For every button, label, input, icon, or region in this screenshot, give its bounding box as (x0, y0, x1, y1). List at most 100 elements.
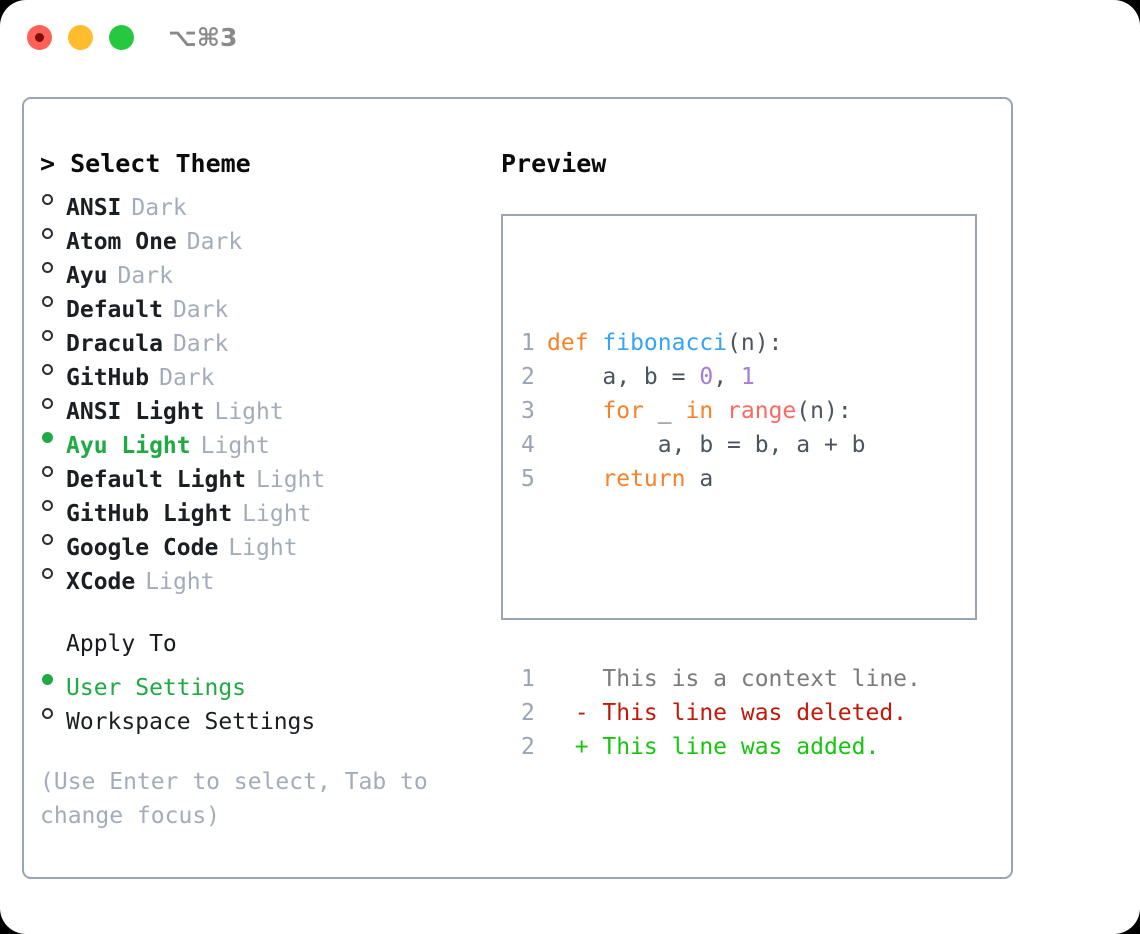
theme-variant-badge: Light (242, 501, 312, 527)
theme-option-label: XCode (66, 569, 136, 595)
radio-empty-icon[interactable] (40, 283, 66, 317)
radio-empty-icon[interactable] (40, 351, 66, 385)
code-token: , (713, 364, 741, 390)
code-token: range (727, 398, 797, 424)
theme-option-label: Ayu (66, 263, 108, 289)
code-token (547, 466, 602, 492)
close-button[interactable] (27, 25, 52, 50)
code-token (547, 398, 602, 424)
theme-variant-badge: Dark (131, 195, 187, 221)
theme-option-github-light[interactable]: GitHub Light Light (40, 487, 480, 527)
theme-option-ayu[interactable]: Ayu Dark (40, 249, 480, 289)
code-line: 3 for _ in range(n): (521, 394, 921, 428)
theme-option-xcode[interactable]: XCode Light (40, 555, 480, 595)
code-token: (n): (796, 398, 852, 424)
code-token: 1 (740, 364, 755, 390)
apply-to-header: Apply To (66, 631, 177, 657)
theme-option-ansi[interactable]: ANSI Dark (40, 181, 480, 221)
theme-option-default-light[interactable]: Default Light Light (40, 453, 480, 493)
code-token (713, 398, 727, 424)
diff-marker: + (547, 734, 603, 760)
window-controls (27, 25, 134, 50)
line-number: 1 (521, 330, 535, 356)
code-line: 1 def fibonacci(n): (521, 326, 921, 360)
diff-text: This is a context line. (602, 666, 921, 692)
theme-variant-badge: Dark (172, 297, 229, 323)
theme-variant-badge: Light (214, 399, 284, 425)
preview-header: Preview (501, 149, 607, 178)
diff-text: This line was added. (602, 734, 880, 760)
theme-option-label: ANSI Light (66, 399, 205, 425)
radio-empty-icon[interactable] (40, 521, 66, 555)
line-number: 3 (521, 398, 535, 424)
radio-empty-icon[interactable] (40, 385, 66, 419)
radio-empty-icon[interactable] (40, 249, 66, 283)
line-number: 1 (521, 666, 535, 692)
radio-empty-icon[interactable] (40, 215, 66, 249)
theme-variant-badge: Dark (172, 331, 229, 357)
radio-empty-icon[interactable] (40, 181, 66, 215)
code-token: (n): (727, 330, 783, 356)
radio-empty-icon[interactable] (40, 695, 66, 729)
code-line: 2 a, b = 0, 1 (521, 360, 921, 394)
theme-option-ansi-light[interactable]: ANSI Light Light (40, 385, 480, 425)
theme-variant-badge: Dark (159, 365, 215, 391)
apply-to-option-user-settings[interactable]: User Settings (40, 661, 480, 701)
apply-to-option-label: Workspace Settings (66, 709, 316, 735)
radio-empty-icon[interactable] (40, 555, 66, 589)
diff-marker: - (547, 700, 603, 726)
code-token: 0 (699, 364, 714, 390)
code-token: a, b = (547, 364, 700, 390)
theme-option-label: ANSI (66, 195, 122, 221)
code-token: _ (643, 398, 686, 424)
theme-option-label: Atom One (66, 229, 177, 255)
radio-selected-icon[interactable] (40, 661, 66, 695)
line-number: 4 (521, 432, 535, 458)
theme-variant-badge: Light (256, 467, 326, 493)
radio-empty-icon[interactable] (40, 453, 66, 487)
theme-option-github[interactable]: GitHub Dark (40, 351, 480, 391)
theme-option-label: GitHub (66, 365, 150, 391)
radio-empty-icon[interactable] (40, 317, 66, 351)
code-token: fibonacci (602, 330, 728, 356)
line-number: 2 (521, 364, 535, 390)
theme-variant-badge: Light (228, 535, 298, 561)
diff-line-add: 2 + This line was added. (521, 730, 921, 764)
code-token: for (602, 398, 644, 424)
theme-variant-badge: Dark (117, 263, 173, 289)
code-token: a (685, 466, 714, 492)
apply-to-option-workspace-settings[interactable]: Workspace Settings (40, 695, 480, 735)
theme-option-atom-one[interactable]: Atom One Dark (40, 215, 480, 255)
theme-variant-badge: Dark (186, 229, 243, 255)
theme-variant-badge: Light (145, 569, 215, 595)
radio-empty-icon[interactable] (40, 487, 66, 521)
theme-option-label: Default Light (66, 467, 247, 493)
keyboard-hint-text: (Use Enter to select, Tab to change focu… (40, 769, 442, 829)
code-token: in (685, 398, 714, 424)
maximize-button[interactable] (109, 25, 134, 50)
radio-selected-icon[interactable] (40, 419, 66, 453)
code-token: return (602, 466, 686, 492)
select-theme-header: > Select Theme (40, 149, 251, 178)
title-bar: ⌥⌘3 (0, 0, 1140, 80)
code-token: def (547, 330, 603, 356)
line-number: 2 (521, 700, 535, 726)
code-line: 4 a, b = b, a + b (521, 428, 921, 462)
diff-text: This line was deleted. (602, 700, 908, 726)
code-diff-spacer (521, 564, 921, 594)
theme-option-default[interactable]: Default Dark (40, 283, 480, 323)
minimize-button[interactable] (68, 25, 93, 50)
theme-option-label: Default (66, 297, 163, 323)
apply-to-option-label: User Settings (66, 675, 247, 701)
theme-option-label: GitHub Light (66, 501, 233, 527)
theme-option-label: Ayu Light (66, 433, 191, 459)
